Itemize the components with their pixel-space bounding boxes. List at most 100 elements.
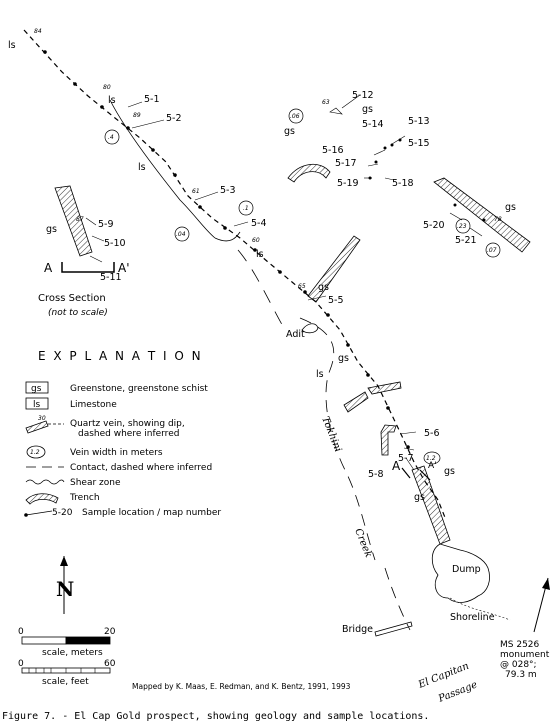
width-label: .1 [243, 205, 249, 212]
sample-label: 5-9 [98, 219, 114, 230]
contact-lines [109, 99, 411, 631]
legend-ls-box [25, 397, 49, 410]
sample-label: 5-14 [362, 119, 384, 130]
legend-quartz-icon [25, 420, 49, 434]
sample-label: 5-13 [408, 116, 430, 127]
legend-quartz-2: dashed where inferred [78, 429, 179, 439]
legend-dip-example: 30 [38, 415, 46, 422]
legend-quartz: Quartz vein, showing dip, [70, 419, 185, 429]
legend-trench: Trench [69, 493, 100, 503]
sample-label: 5-10 [104, 238, 126, 249]
width-label: .23 [457, 223, 467, 230]
section-marks [401, 467, 431, 481]
sample-label: 5-8 [368, 469, 384, 480]
rock-label-gs: gs [46, 224, 57, 235]
cross-section-subtitle: (not to scale) [48, 308, 108, 318]
explanation-legend: E X P L A N A T I O N gs Greenstone, gre… [24, 349, 221, 518]
rock-label-gs: gs [338, 353, 349, 364]
bridge-symbol [374, 621, 413, 637]
dip-label: 63 [322, 99, 330, 106]
scale-ft-zero: 0 [18, 659, 24, 669]
sample-label: 5-3 [220, 185, 236, 196]
dip-label: 87 [76, 216, 84, 223]
cross-section-title: Cross Section [38, 293, 106, 304]
legend-trench-icon [25, 493, 59, 505]
monument-line-3: @ 028°; [500, 660, 537, 670]
quartz-vein-main [23, 29, 447, 521]
dip-label: 65 [298, 283, 306, 290]
legend-limestone: Limestone [70, 400, 117, 410]
dip-label: 80 [103, 84, 111, 91]
sample-label: 5-6 [424, 428, 440, 439]
rock-label-gs: gs [444, 466, 455, 477]
cross-section: A A' Cross Section (not to scale) [38, 261, 130, 318]
rock-label-gs: gs [414, 492, 425, 503]
sample-label: 5-5 [328, 295, 344, 306]
sample-label: 5-1 [144, 94, 160, 105]
ne-samples [329, 107, 486, 222]
scale-m-max: 20 [104, 627, 116, 637]
figure-caption: Figure 7. - El Cap Gold prospect, showin… [2, 711, 429, 722]
cross-section-a: A [44, 261, 53, 275]
monument-line-2: monument [500, 650, 550, 660]
legend-shear: Shear zone [70, 478, 121, 488]
dip-label: 84 [34, 28, 42, 35]
sample-label: 5-18 [392, 178, 414, 189]
rock-label-gs: gs [362, 104, 373, 115]
sample-label: 5-12 [352, 90, 374, 101]
legend-greenstone: Greenstone, greenstone schist [70, 384, 208, 394]
sample-label: 5-15 [408, 138, 430, 149]
dip-label: 89 [133, 112, 141, 119]
monument-marker: MS 2526 monument @ 028°; 79.3 m [500, 577, 550, 680]
dump-label: Dump [452, 564, 481, 575]
scale-meters: 0 20 scale, meters [18, 627, 116, 658]
north-label: N [56, 577, 74, 601]
sample-label: 5-19 [337, 178, 359, 189]
legend-width-icon [26, 445, 46, 459]
sample-label: 5-11 [100, 272, 122, 283]
legend-gs-box [25, 381, 49, 394]
passage-label: Passage [436, 679, 479, 705]
leader-lines [85, 94, 483, 471]
dip-label: 61 [192, 188, 200, 195]
adit-symbol [301, 323, 319, 334]
legend-ls-box-text: ls [33, 400, 41, 410]
width-label: 1.2 [426, 455, 436, 462]
scale-m-zero: 0 [18, 627, 24, 637]
rock-label-ls: ls [256, 249, 264, 260]
adit-label: Adit [286, 329, 305, 340]
scale-ft-label: scale, feet [42, 677, 89, 687]
rock-label-ls: ls [8, 40, 16, 51]
shoreline [449, 597, 511, 621]
rock-label-gs: gs [505, 202, 516, 213]
section-a-label: A [392, 459, 401, 473]
scale-ft-max: 60 [104, 659, 116, 669]
creek-label: Tokhini [319, 415, 343, 454]
scale-m-label: scale, meters [42, 648, 103, 658]
legend-gs-box-text: gs [31, 384, 42, 394]
rock-label-ls: ls [316, 369, 324, 380]
sample-label: 5-21 [455, 235, 477, 246]
monument-line-1: MS 2526 [500, 640, 540, 650]
sample-label: 5-7 [398, 453, 414, 464]
sample-label: 5-17 [335, 158, 357, 169]
width-label: .04 [176, 231, 186, 238]
sample-label: 5-20 [423, 220, 445, 231]
width-label: .06 [290, 113, 300, 120]
dip-label: 60 [252, 237, 260, 244]
width-label: .4 [108, 134, 114, 141]
legend-vein-width: Vein width in meters [70, 448, 163, 458]
north-arrow: N [56, 556, 74, 614]
sample-label: 5-16 [322, 145, 344, 156]
sample-label: 5-2 [166, 113, 182, 124]
legend-sample-example: 5-20 [52, 508, 73, 518]
creek-label: Creek [352, 527, 374, 559]
rock-label-ls: ls [138, 162, 146, 173]
shoreline-label: Shoreline [450, 612, 495, 623]
legend-width-example: 1.2 [30, 449, 40, 456]
rock-label-gs: gs [284, 126, 295, 137]
legend-shear-icon [25, 479, 65, 485]
scale-feet: 0 60 scale, feet [18, 659, 116, 687]
rock-label-gs: gs [318, 282, 329, 293]
